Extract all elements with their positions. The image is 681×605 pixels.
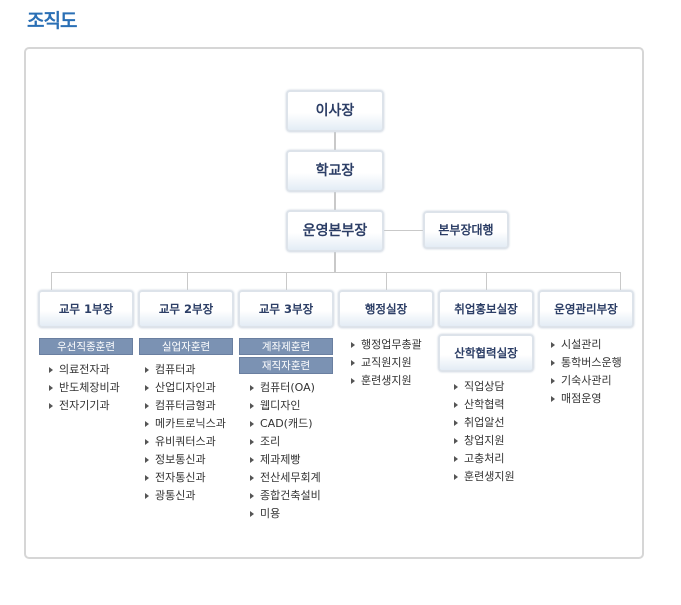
connector-principal-director bbox=[334, 192, 336, 210]
program-tag: 우선직종훈련 bbox=[39, 338, 133, 355]
list-item: 전산세무회계 bbox=[248, 469, 321, 487]
deputy-director-box: 본부장대행 bbox=[423, 211, 509, 249]
department-item-list: 직업상담 산학협력 취업알선 창업지원 고충처리 훈련생지원 bbox=[452, 378, 515, 486]
list-item: 미용 bbox=[248, 505, 321, 523]
connector-department-bus bbox=[51, 272, 621, 273]
connector-drop-4 bbox=[386, 272, 387, 290]
list-item: CAD(캐드) bbox=[248, 415, 321, 433]
list-item: 훈련생지원 bbox=[349, 372, 422, 390]
department-item-list: 컴퓨터과 산업디자인과 컴퓨터금형과 메카트로닉스과 유비쿼터스과 정보통신과 … bbox=[143, 361, 226, 505]
list-item: 컴퓨터과 bbox=[143, 361, 226, 379]
list-item: 기숙사관리 bbox=[549, 372, 622, 390]
list-item: 훈련생지원 bbox=[452, 468, 515, 486]
department-item-list: 의료전자과 반도체장비과 전자기기과 bbox=[47, 361, 120, 415]
program-tag: 계좌제훈련 bbox=[239, 338, 333, 355]
list-item: 유비쿼터스과 bbox=[143, 433, 226, 451]
list-item: 제과제빵 bbox=[248, 451, 321, 469]
list-item: 전자통신과 bbox=[143, 469, 226, 487]
list-item: 매점운영 bbox=[549, 390, 622, 408]
list-item: 창업지원 bbox=[452, 432, 515, 450]
list-item: 종합건축설비 bbox=[248, 487, 321, 505]
program-tag: 실업자훈련 bbox=[139, 338, 233, 355]
director-box: 운영본부장 bbox=[286, 210, 384, 252]
list-item: 시설관리 bbox=[549, 336, 622, 354]
list-item: 행정업무총괄 bbox=[349, 336, 422, 354]
connector-chair-principal bbox=[334, 132, 336, 150]
department-box-operations: 운영관리부장 bbox=[538, 290, 634, 328]
principal-box: 학교장 bbox=[286, 150, 384, 192]
list-item: 취업알선 bbox=[452, 414, 515, 432]
department-item-list: 행정업무총괄 교직원지원 훈련생지원 bbox=[349, 336, 422, 390]
list-item: 산업디자인과 bbox=[143, 379, 226, 397]
department-item-list: 컴퓨터(OA) 웹디자인 CAD(캐드) 조리 제과제빵 전산세무회계 종합건축… bbox=[248, 379, 321, 523]
department-box-academic-1: 교무 1부장 bbox=[38, 290, 134, 328]
department-box-academic-2: 교무 2부장 bbox=[138, 290, 234, 328]
list-item: 통학버스운행 bbox=[549, 354, 622, 372]
department-item-list: 시설관리 통학버스운행 기숙사관리 매점운영 bbox=[549, 336, 622, 408]
department-box-administration: 행정실장 bbox=[338, 290, 434, 328]
connector-drop-3 bbox=[286, 272, 287, 290]
list-item: 직업상담 bbox=[452, 378, 515, 396]
department-box-employment-pr: 취업홍보실장 bbox=[438, 290, 534, 328]
list-item: 산학협력 bbox=[452, 396, 515, 414]
list-item: 정보통신과 bbox=[143, 451, 226, 469]
connector-director-departments bbox=[334, 252, 336, 272]
list-item: 조리 bbox=[248, 433, 321, 451]
list-item: 전자기기과 bbox=[47, 397, 120, 415]
page-title: 조직도 bbox=[27, 10, 77, 32]
list-item: 컴퓨터금형과 bbox=[143, 397, 226, 415]
connector-drop-6 bbox=[620, 272, 621, 290]
list-item: 의료전자과 bbox=[47, 361, 120, 379]
list-item: 반도체장비과 bbox=[47, 379, 120, 397]
connector-director-deputy bbox=[384, 230, 423, 231]
list-item: 고충처리 bbox=[452, 450, 515, 468]
connector-drop-5 bbox=[486, 272, 487, 290]
list-item: 교직원지원 bbox=[349, 354, 422, 372]
department-box-academic-3: 교무 3부장 bbox=[238, 290, 334, 328]
chair-box: 이사장 bbox=[286, 90, 384, 132]
industry-cooperation-box: 산학협력실장 bbox=[438, 334, 534, 372]
program-tag: 재직자훈련 bbox=[239, 357, 333, 374]
connector-drop-2 bbox=[187, 272, 188, 290]
list-item: 웹디자인 bbox=[248, 397, 321, 415]
list-item: 컴퓨터(OA) bbox=[248, 379, 321, 397]
list-item: 메카트로닉스과 bbox=[143, 415, 226, 433]
list-item: 광통신과 bbox=[143, 487, 226, 505]
connector-drop-1 bbox=[51, 272, 52, 290]
